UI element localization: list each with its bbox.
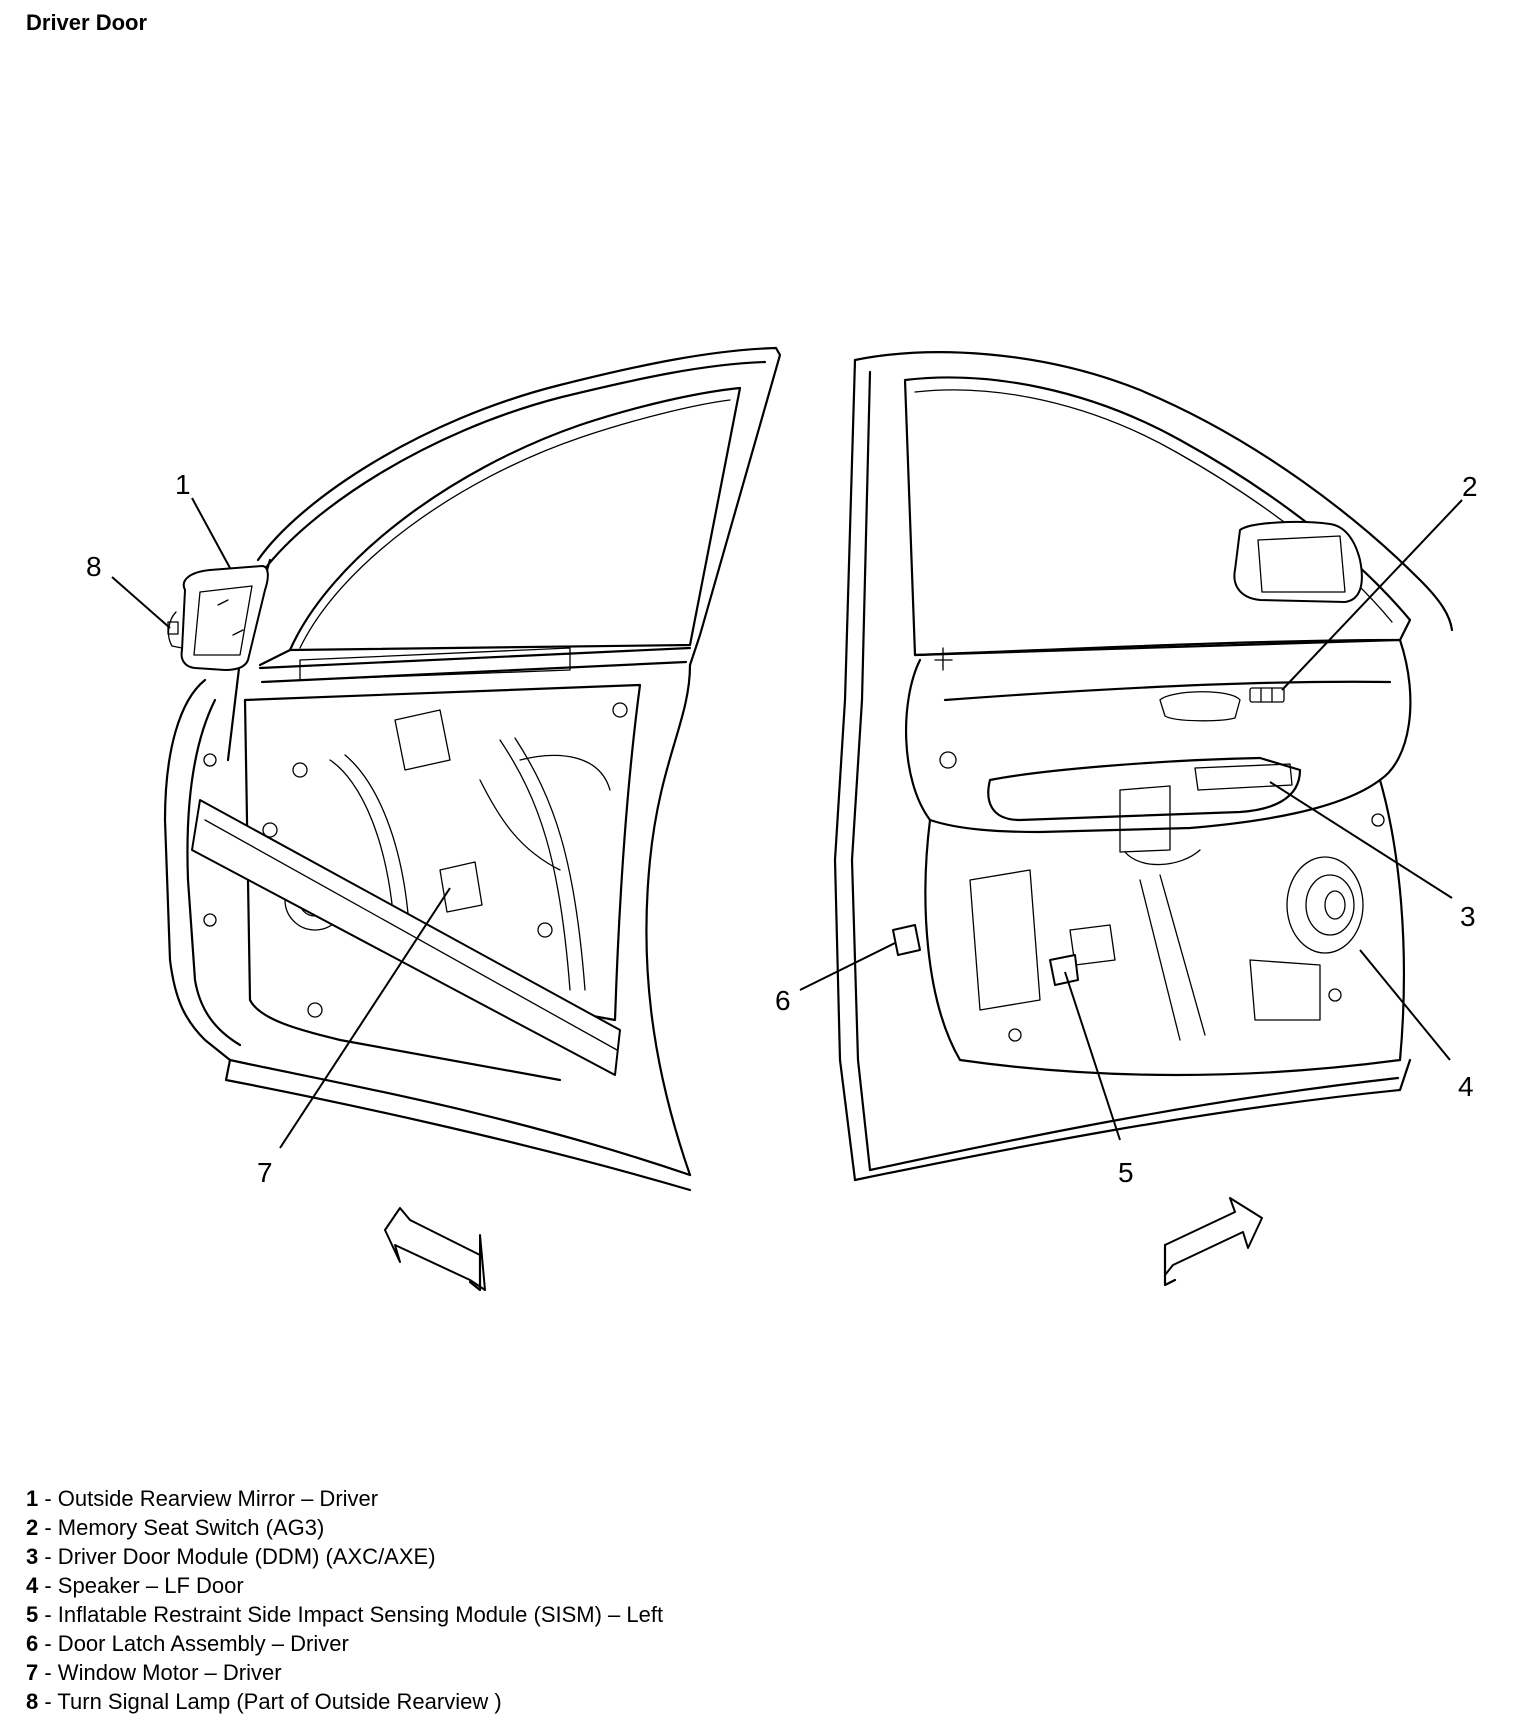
legend-item: 1 - Outside Rearview Mirror – Driver [26, 1486, 379, 1511]
left-door-drawing [163, 346, 782, 1192]
door-diagram: 1 2 3 4 5 6 7 8 [86, 346, 1478, 1292]
callout-6: 6 [775, 985, 791, 1016]
right-door-drawing [833, 351, 1454, 1182]
callout-3: 3 [1460, 901, 1476, 932]
legend-item: 5 - Inflatable Restraint Side Impact Sen… [26, 1602, 664, 1627]
legend-item: 4 - Speaker – LF Door [26, 1573, 244, 1598]
callout-7: 7 [257, 1157, 273, 1188]
legend-item: 6 - Door Latch Assembly – Driver [26, 1631, 349, 1656]
callout-2: 2 [1462, 471, 1478, 502]
legend: 1 - Outside Rearview Mirror – Driver 2 -… [26, 1484, 663, 1716]
callout-leaders [111, 497, 1463, 1149]
front-direction-arrow-right [1163, 1197, 1263, 1287]
callout-5: 5 [1118, 1157, 1134, 1188]
legend-item: 2 - Memory Seat Switch (AG3) [26, 1515, 325, 1540]
legend-item: 7 - Window Motor – Driver [26, 1660, 282, 1685]
page-title: Driver Door [26, 10, 148, 35]
legend-item: 8 - Turn Signal Lamp (Part of Outside Re… [26, 1689, 502, 1714]
callout-8: 8 [86, 551, 102, 582]
callout-1: 1 [175, 469, 191, 500]
legend-item: 3 - Driver Door Module (DDM) (AXC/AXE) [26, 1544, 436, 1569]
front-direction-arrow-left [384, 1207, 486, 1292]
callout-4: 4 [1458, 1071, 1474, 1102]
